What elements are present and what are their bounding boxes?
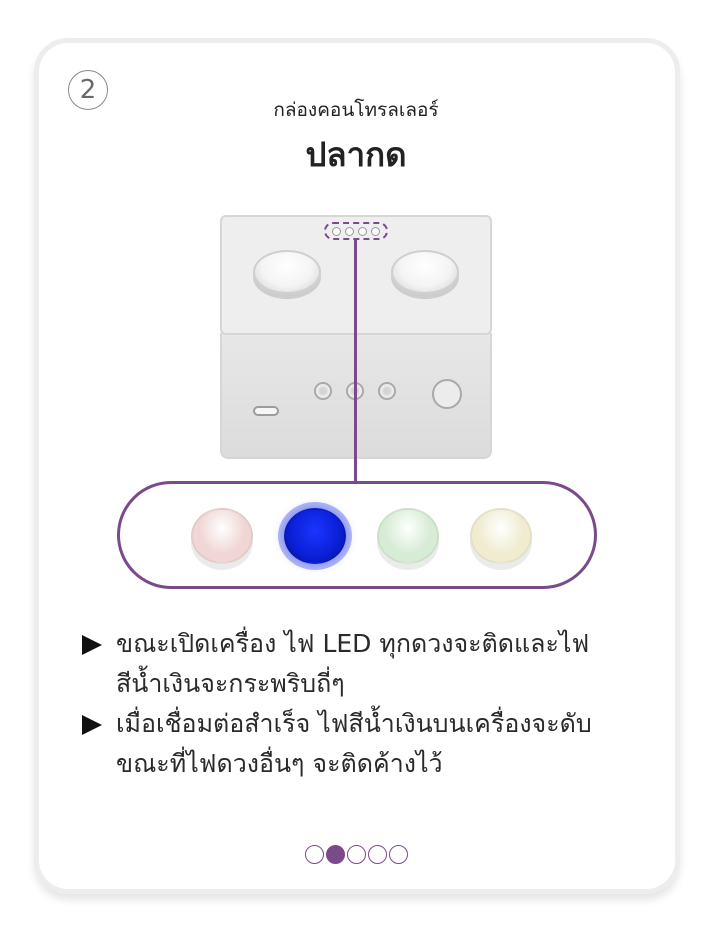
instruction-text: เมื่อเชื่อมต่อสำเร็จ ไฟสีน้ำเงินบนเครื่อ… xyxy=(116,709,592,778)
power-button xyxy=(432,379,462,409)
play-arrow-icon xyxy=(82,635,102,655)
led-pink xyxy=(191,508,253,564)
led-green xyxy=(377,508,439,564)
instruction-item: ขณะเปิดเครื่อง ไฟ LED ทุกดวงจะติดและไฟสี… xyxy=(82,624,632,704)
card-title: ปลากด xyxy=(305,135,407,174)
callout-line xyxy=(354,238,357,482)
instruction-text: ขณะเปิดเครื่อง ไฟ LED ทุกดวงจะติดและไฟสี… xyxy=(116,629,590,698)
pagination-dot[interactable] xyxy=(304,845,324,864)
led-indicator xyxy=(345,227,354,236)
instruction-list: ขณะเปิดเครื่อง ไฟ LED ทุกดวงจะติดและไฟสี… xyxy=(82,624,632,784)
pagination-dots xyxy=(0,845,712,864)
audio-port xyxy=(314,382,332,400)
usb-port xyxy=(253,406,279,416)
led-indicator xyxy=(332,227,341,236)
pagination-dot[interactable] xyxy=(367,845,387,864)
step-number-badge: 2 xyxy=(68,70,108,110)
play-arrow-icon xyxy=(82,715,102,735)
controller-right-button xyxy=(391,250,459,294)
led-indicator xyxy=(371,227,380,236)
instruction-item: เมื่อเชื่อมต่อสำเร็จ ไฟสีน้ำเงินบนเครื่อ… xyxy=(82,704,632,784)
pagination-dot[interactable] xyxy=(346,845,366,864)
instruction-card xyxy=(34,38,680,894)
pagination-dot[interactable] xyxy=(325,845,345,864)
controller-left-button xyxy=(253,250,321,294)
led-indicator xyxy=(358,227,367,236)
led-blue xyxy=(284,508,346,564)
pagination-dot[interactable] xyxy=(388,845,408,864)
audio-port xyxy=(378,382,396,400)
card-subtitle: กล่องคอนโทรลเลอร์ xyxy=(273,99,439,121)
led-yellow xyxy=(470,508,532,564)
